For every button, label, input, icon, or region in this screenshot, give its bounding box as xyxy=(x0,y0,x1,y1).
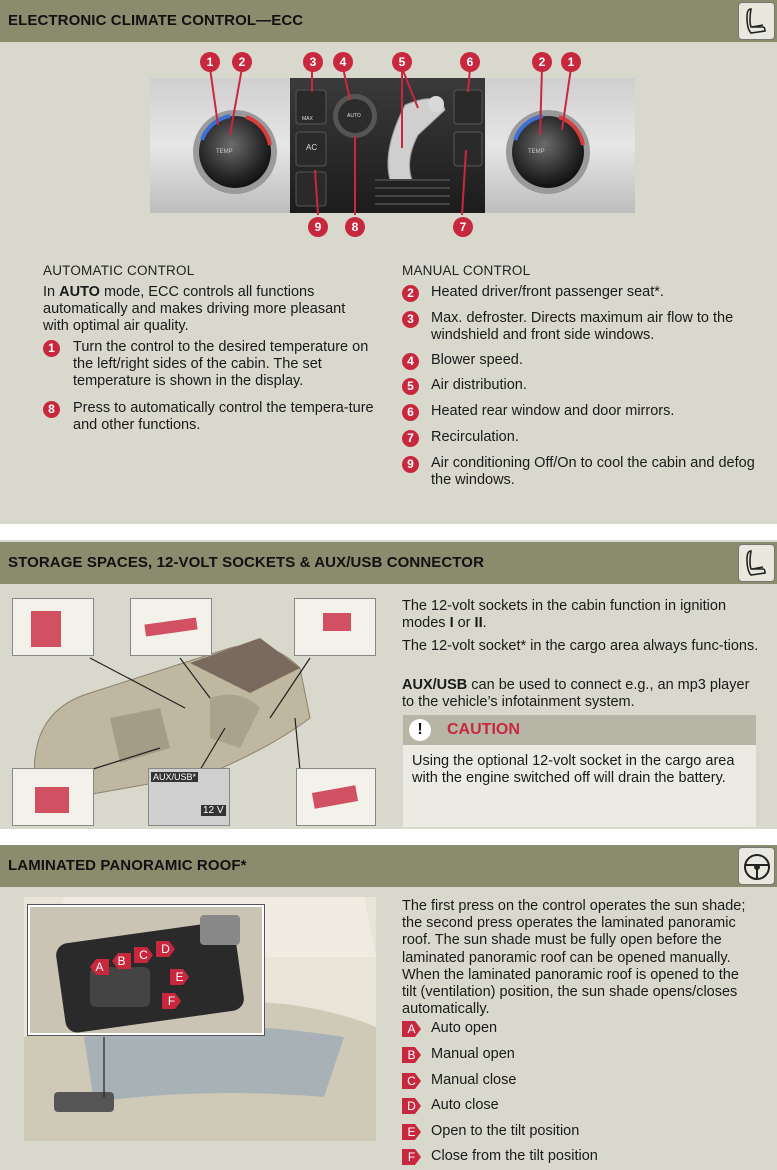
automatic-intro: In AUTO mode, ECC controls all functions… xyxy=(43,284,346,334)
max-label: MAX xyxy=(302,116,313,122)
step-badge: 7 xyxy=(402,430,419,447)
step-badge: 9 xyxy=(402,456,419,473)
roof-letter-badge: A xyxy=(402,1021,421,1037)
roof-letter-badge: D xyxy=(402,1098,421,1114)
caution-title: CAUTION xyxy=(447,721,520,738)
step-badge: 8 xyxy=(43,401,60,418)
section-divider xyxy=(0,524,777,540)
panel-callout: 9 xyxy=(308,217,328,237)
manual-item: Air distribution. xyxy=(431,377,527,393)
section-divider xyxy=(0,829,777,845)
roof-label-d: D xyxy=(156,941,175,957)
roof-letter-badge: C xyxy=(402,1073,421,1089)
ecc-section-title: ELECTRONIC CLIMATE CONTROL—ECC xyxy=(8,12,304,29)
roof-control-inset: A B C D E F xyxy=(27,904,265,1036)
storage-section-title: STORAGE SPACES, 12-VOLT SOCKETS & AUX/US… xyxy=(8,554,484,571)
roof-letter-badge: F xyxy=(402,1149,421,1165)
roof-letter-badge: E xyxy=(402,1124,421,1140)
climate-panel-illustration: 1 2 3 4 5 6 2 1 9 8 7 MAX AUTO AC TEMP T… xyxy=(150,50,635,240)
manual-heading: MANUAL CONTROL xyxy=(402,263,531,278)
manual-item: Recirculation. xyxy=(431,429,519,445)
roof-label-f: F xyxy=(162,993,181,1009)
panel-callout: 2 xyxy=(532,52,552,72)
ac-label: AC xyxy=(306,143,318,152)
step-badge: 4 xyxy=(402,353,419,370)
panel-callout: 3 xyxy=(303,52,323,72)
step-badge: 6 xyxy=(402,404,419,421)
roof-item: Open to the tilt position xyxy=(431,1123,580,1139)
roof-item: Manual open xyxy=(431,1046,515,1062)
panel-callout: 8 xyxy=(345,217,365,237)
manual-item: Blower speed. xyxy=(431,352,523,368)
automatic-item-1: Turn the control to the desired temperat… xyxy=(73,339,369,389)
panoramic-roof-illustration: A B C D E F xyxy=(24,897,376,1141)
caution-header: ! CAUTION xyxy=(403,715,756,745)
roof-label-e: E xyxy=(170,969,189,985)
storage-paragraph-2: The 12-volt socket* in the cargo area al… xyxy=(402,638,759,654)
roof-item: Close from the tilt position xyxy=(431,1148,598,1164)
roof-section-title: LAMINATED PANORAMIC ROOF* xyxy=(8,857,247,874)
caution-box: ! CAUTION Using the optional 12-volt soc… xyxy=(403,715,756,827)
automatic-item-8: Press to automatically control the tempe… xyxy=(73,400,374,433)
12v-label: 12 V xyxy=(201,805,226,816)
storage-thumb-5: AUX/USB* 12 V xyxy=(148,768,230,826)
storage-thumb-3 xyxy=(294,598,376,656)
panel-callout: 2 xyxy=(232,52,252,72)
manual-item: Air conditioning Off/On to cool the cabi… xyxy=(431,455,755,488)
roof-item: Auto close xyxy=(431,1097,499,1113)
steering-wheel-icon xyxy=(738,847,775,885)
seat-icon xyxy=(738,2,775,40)
temp-right-label: TEMP xyxy=(528,149,545,155)
seat-icon xyxy=(738,544,775,582)
step-badge: 5 xyxy=(402,378,419,395)
manual-item: Heated driver/front passenger seat*. xyxy=(431,284,664,300)
storage-thumb-1 xyxy=(12,598,94,656)
manual-item: Max. defroster. Directs maximum air flow… xyxy=(431,310,734,343)
panel-callout: 6 xyxy=(460,52,480,72)
step-badge: 3 xyxy=(402,311,419,328)
storage-thumb-2 xyxy=(130,598,212,656)
roof-letter-badge: B xyxy=(402,1047,421,1063)
roof-label-a: A xyxy=(90,959,109,975)
step-badge: 1 xyxy=(43,340,60,357)
storage-thumb-4 xyxy=(12,768,94,826)
storage-paragraph-1: The 12-volt sockets in the cabin functio… xyxy=(402,598,727,631)
cabin-storage-illustration: AUX/USB* 12 V xyxy=(10,598,380,826)
storage-thumb-6 xyxy=(296,768,376,826)
ecc-section-header: ELECTRONIC CLIMATE CONTROL—ECC xyxy=(0,0,777,42)
panel-callout: 5 xyxy=(392,52,412,72)
roof-intro: The first press on the control operates … xyxy=(402,898,746,1018)
panel-callout: 4 xyxy=(333,52,353,72)
roof-item: Manual close xyxy=(431,1072,517,1088)
exclamation-icon: ! xyxy=(409,719,431,741)
aux-usb-label: AUX/USB* xyxy=(151,772,199,782)
step-badge: 2 xyxy=(402,285,419,302)
panel-callout: 1 xyxy=(200,52,220,72)
panel-callout: 1 xyxy=(561,52,581,72)
roof-label-b: B xyxy=(112,953,131,969)
manual-item: Heated rear window and door mirrors. xyxy=(431,403,675,419)
roof-section-header: LAMINATED PANORAMIC ROOF* xyxy=(0,845,777,887)
roof-item: Auto open xyxy=(431,1020,498,1036)
storage-paragraph-3: AUX/USB can be used to connect e.g., an … xyxy=(402,677,750,710)
auto-label: AUTO xyxy=(347,113,361,119)
storage-section-header: STORAGE SPACES, 12-VOLT SOCKETS & AUX/US… xyxy=(0,542,777,584)
panel-callout: 7 xyxy=(453,217,473,237)
temp-left-label: TEMP xyxy=(216,149,233,155)
caution-text: Using the optional 12-volt socket in the… xyxy=(412,753,735,786)
roof-label-c: C xyxy=(134,947,153,963)
automatic-heading: AUTOMATIC CONTROL xyxy=(43,263,195,278)
